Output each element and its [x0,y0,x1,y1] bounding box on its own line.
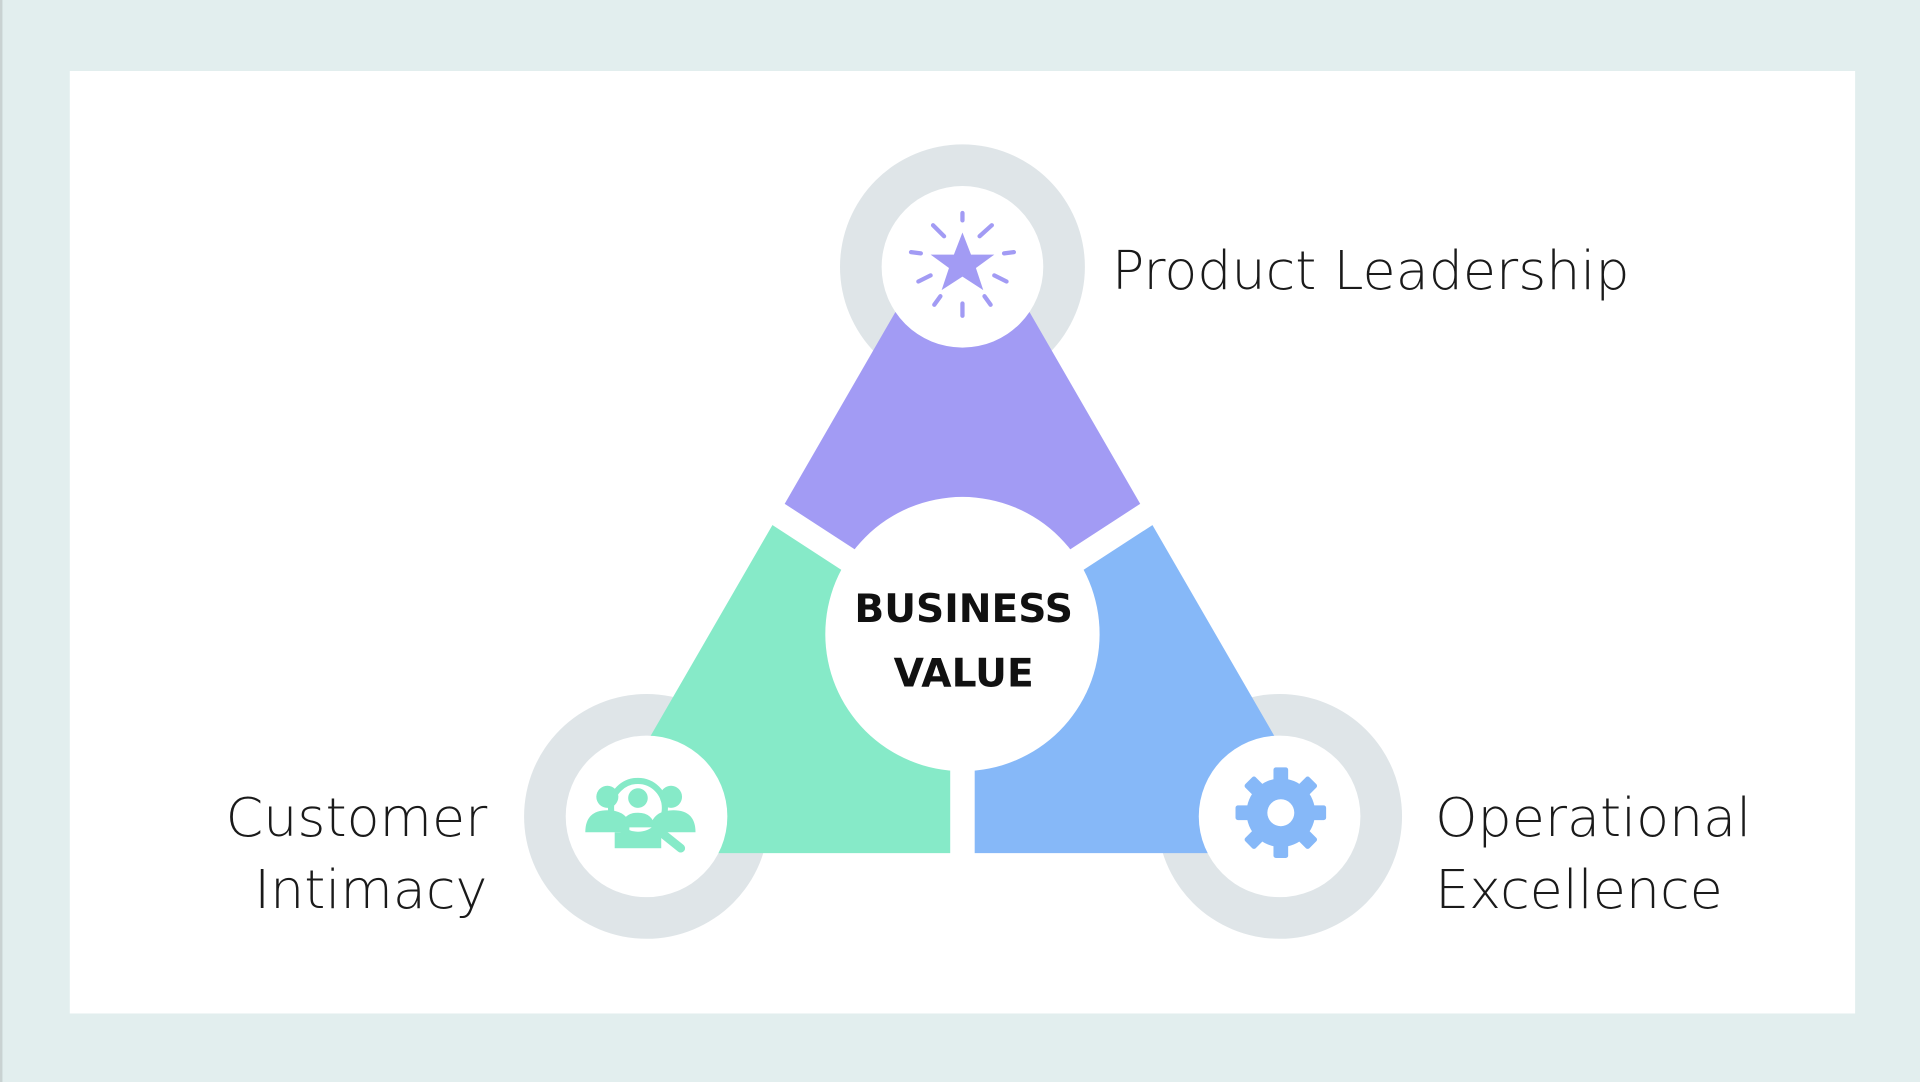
gear-icon [1235,767,1327,859]
center-label-line1: BUSINESS [854,587,1073,632]
label-customer-line1: Customer [226,786,489,849]
label-operational-line1: Operational [1435,786,1751,849]
star-burst-icon [908,210,1017,318]
left-edge-line [0,0,3,1082]
center-label-line2: VALUE [894,652,1034,697]
people-search-icon [585,777,696,853]
label-customer-line2: Intimacy [254,858,487,921]
center-circle [825,496,1100,772]
segment-product-leadership [778,195,1147,635]
label-operational-line2: Excellence [1435,858,1723,921]
label-product-leadership: Product Leadership [1112,239,1630,302]
